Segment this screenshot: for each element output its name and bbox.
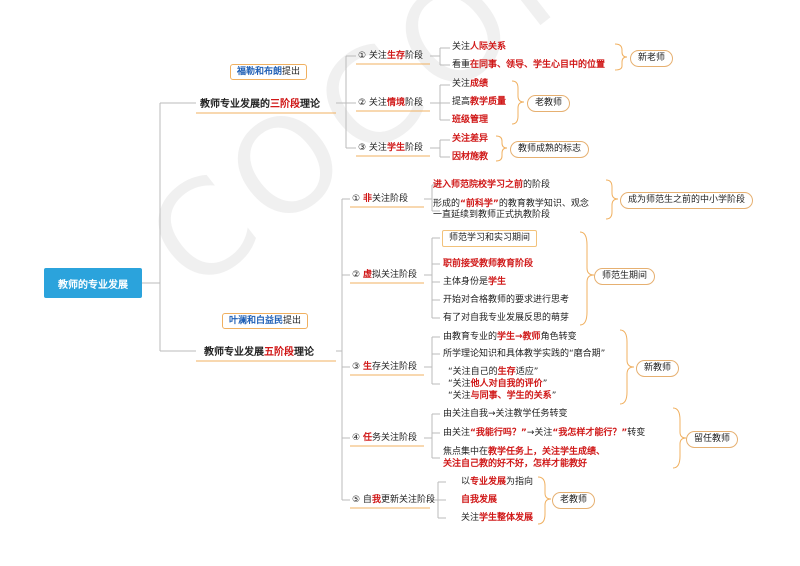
stage-survival: ① 关注生存阶段: [358, 51, 423, 61]
survival-concern-item-3b: “关注他人对自我的评价”: [448, 379, 548, 389]
stage-survival-item-1: 关注人际关系: [452, 42, 507, 52]
virtual-concern-item-1: 师范学习和实习期间: [442, 230, 538, 247]
source-tag-ye-bai: 叶澜和白益民提出: [222, 313, 309, 329]
title-pre: 教师专业发展的: [200, 99, 270, 110]
title-red: 五阶段: [264, 347, 294, 358]
tag-retained-teacher: 留任教师: [686, 431, 739, 448]
root-topic: 教师的专业发展: [44, 268, 142, 298]
three-stage-theory: 教师专业发展的三阶段理论: [200, 99, 320, 110]
self-renewal-item-2: 自我发展: [461, 495, 498, 505]
title-post: 理论: [294, 347, 314, 358]
tag-new-teacher-2: 新教师: [636, 360, 680, 377]
non-concern-item-1: 进入师范院校学习之前的阶段: [433, 180, 551, 190]
task-concern-item-2: 由关注“我能行吗？”→关注“我怎样才能行？”转变: [443, 428, 646, 438]
stage-situation: ② 关注情境阶段: [358, 98, 423, 108]
stage-survival-item-2: 看重在同事、领导、学生心目中的位置: [452, 60, 606, 70]
stage-non-concern: ① 非关注阶段: [352, 194, 408, 204]
stage-situation-item-2: 提高教学质量: [452, 97, 507, 107]
task-concern-item-1: 由关注自我→关注教学任务转变: [443, 409, 568, 419]
stage-situation-item-1: 关注成绩: [452, 79, 489, 89]
stage-task-concern: ④ 任务关注阶段: [352, 433, 417, 443]
stage-survival-concern: ③ 生存关注阶段: [352, 362, 417, 372]
source-suffix: 提出: [282, 67, 301, 77]
virtual-concern-item-4: 开始对合格教师的要求进行思考: [443, 295, 570, 305]
non-concern-item-2a: 形成的“前科学”的教育教学知识、观念: [433, 199, 589, 209]
source-name: 叶澜和白益民: [229, 316, 284, 326]
tag-old-teacher: 老教师: [527, 95, 571, 112]
survival-concern-item-2: 所学理论知识和具体教学实践的“磨合期”: [443, 349, 606, 359]
tag-normal-student: 师范生期间: [594, 268, 656, 285]
tag-new-teacher: 新老师: [630, 50, 674, 67]
tag-mature-teacher: 教师成熟的标志: [510, 141, 590, 158]
survival-concern-item-3a: “关注自己的生存适应”: [448, 367, 539, 377]
stage-student: ③ 关注学生阶段: [358, 143, 423, 153]
task-concern-item-3a: 焦点集中在教学任务上，关注学生成绩、: [443, 447, 606, 457]
tag-old-teacher-2: 老教师: [552, 492, 596, 509]
stage-situation-item-3: 班级管理: [452, 115, 489, 125]
stage-student-item-2: 因材施教: [452, 152, 489, 162]
survival-concern-item-1: 由教育专业的学生→教师角色转变: [443, 332, 577, 342]
five-stage-theory: 教师专业发展五阶段理论: [204, 347, 314, 358]
source-tag-fuller-brown: 福勒和布朗提出: [230, 64, 308, 80]
virtual-concern-item-5: 有了对自我专业发展反思的萌芽: [443, 313, 570, 323]
title-post: 理论: [300, 99, 320, 110]
task-concern-item-3b: 关注自己教的好不好，怎样才能教好: [443, 459, 588, 469]
stage-self-renewal: ⑤ 自我更新关注阶段: [352, 495, 435, 505]
source-suffix: 提出: [283, 316, 302, 326]
self-renewal-item-3: 关注学生整体发展: [461, 513, 534, 523]
self-renewal-item-1: 以专业发展为指向: [461, 477, 534, 487]
virtual-concern-item-2: 职前接受教师教育阶段: [443, 259, 534, 269]
stage-student-item-1: 关注差异: [452, 134, 489, 144]
survival-concern-item-3c: “关注与同事、学生的关系”: [448, 391, 557, 401]
stage-virtual-concern: ② 虚拟关注阶段: [352, 270, 417, 280]
tag-pre-normal-school: 成为师范生之前的中小学阶段: [620, 192, 754, 209]
title-red: 三阶段: [270, 99, 300, 110]
virtual-concern-item-3: 主体身份是学生: [443, 277, 507, 287]
source-name: 福勒和布朗: [237, 67, 283, 77]
non-concern-item-2b: 一直延续到教师正式执教阶段: [433, 210, 551, 220]
title-pre: 教师专业发展: [204, 347, 264, 358]
